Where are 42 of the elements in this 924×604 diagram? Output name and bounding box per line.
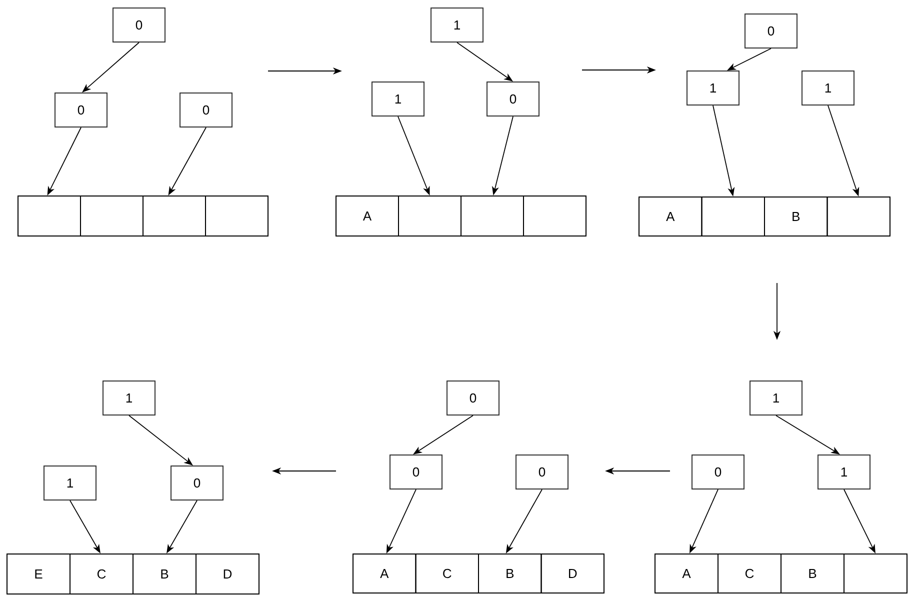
bit-box: 0: [744, 14, 798, 48]
array-cell: [18, 196, 81, 236]
bit-box: 0: [692, 454, 744, 490]
array-cell: [142, 196, 206, 236]
array-cell: [205, 196, 268, 236]
bit-box: 0: [516, 454, 568, 490]
array-cell: B: [478, 554, 542, 594]
array-cell: D: [196, 554, 260, 594]
bit-box: 1: [430, 8, 484, 42]
array-cell: C: [415, 554, 479, 594]
array-cell: A: [654, 554, 718, 594]
array-cell: A: [352, 554, 416, 594]
array-cell: E: [6, 554, 70, 594]
bit-box: 1: [686, 70, 740, 106]
array-cell: [844, 554, 908, 594]
bit-box: 0: [180, 92, 232, 128]
array-cell: [80, 196, 144, 236]
bit-box: 0: [390, 454, 442, 490]
array-cell: [701, 196, 765, 236]
bit-box: 0: [112, 8, 166, 42]
array-cell: B: [764, 196, 828, 236]
array-cell: B: [132, 554, 196, 594]
array-cell: B: [780, 554, 844, 594]
array-cell: C: [718, 554, 782, 594]
array-cell: D: [540, 554, 604, 594]
array-cell: [398, 196, 462, 236]
bit-box: 0: [446, 380, 500, 416]
bit-box: 0: [486, 82, 540, 116]
array-cell: C: [70, 554, 134, 594]
array-cell: [826, 196, 890, 236]
bit-box: 1: [102, 380, 156, 416]
bit-box: 1: [802, 70, 854, 106]
bit-box: 1: [44, 466, 96, 500]
bit-box: 0: [170, 466, 224, 500]
bit-box: 1: [372, 82, 424, 116]
array-cell: A: [336, 196, 399, 236]
bit-box: 1: [818, 454, 870, 490]
array-cell: A: [638, 196, 702, 236]
bit-box: 1: [750, 380, 802, 416]
array-cell: [523, 196, 586, 236]
array-cell: [460, 196, 524, 236]
bit-box: 0: [54, 92, 108, 128]
